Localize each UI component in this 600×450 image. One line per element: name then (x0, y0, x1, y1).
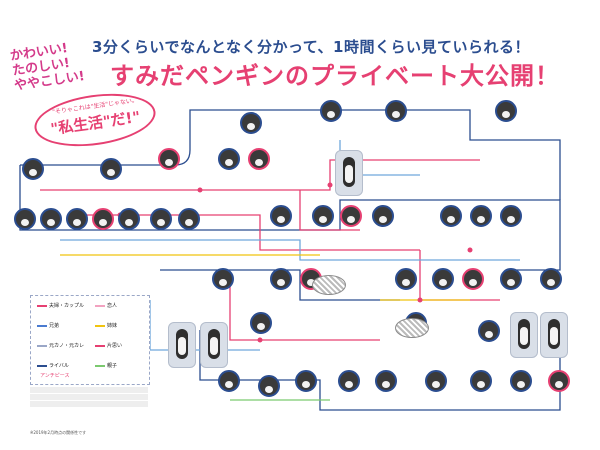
line-blue-2 (19, 165, 140, 231)
legend-label: 姉妹 (107, 323, 118, 329)
penguin-node (500, 205, 522, 227)
penguin-node (372, 205, 394, 227)
headline-title: すみだペンギンのプライベート大公開！ (110, 62, 560, 90)
legend-swatch (95, 304, 105, 307)
penguin-node (212, 268, 234, 290)
penguin-node (510, 370, 532, 392)
note-line (30, 401, 148, 407)
line-blue-4 (470, 199, 561, 271)
penguin-node (100, 158, 122, 180)
note-line (30, 394, 148, 400)
legend-swatch (37, 324, 47, 327)
legend-swatch (95, 344, 105, 347)
legend-item-3: 兄弟 (37, 322, 59, 329)
penguin-node (218, 148, 240, 170)
penguin-photo (510, 312, 538, 358)
legend: 夫婦・カップル 恋人 兄弟 姉妹 元カノ・元カレ 片思い ライバル 親子 (30, 295, 150, 385)
penguin-node (462, 268, 484, 290)
penguin-node (338, 370, 360, 392)
penguin-node (395, 268, 417, 290)
line-light-1 (60, 239, 520, 261)
legend-item-4: 姉妹 (95, 322, 117, 329)
penguin-node (375, 370, 397, 392)
penguin-node (270, 205, 292, 227)
penguin-photo (335, 150, 363, 196)
penguin-photo (200, 322, 228, 368)
penguin-node (425, 370, 447, 392)
penguin-photo (168, 322, 196, 368)
legend-item-7: ライバル (37, 362, 69, 369)
legend-label: 兄弟 (49, 323, 60, 329)
legend-item-8: 親子 (95, 362, 117, 369)
legend-swatch (37, 364, 47, 367)
legend-item-1: 夫婦・カップル (37, 302, 84, 309)
penguin-node (548, 370, 570, 392)
legend-swatch (95, 324, 105, 327)
penguin-node (440, 205, 462, 227)
penguin-node (312, 205, 334, 227)
penguin-node (540, 268, 562, 290)
heart-marker-2 (327, 182, 333, 188)
footnote: ※2019年2月時点の関係性です (30, 430, 87, 435)
legend-item-6: 片思い (95, 342, 122, 349)
line-pink-1 (40, 159, 480, 191)
legend-label: 恋人 (107, 303, 118, 309)
penguin-node (470, 205, 492, 227)
penguin-node (270, 268, 292, 290)
heart-marker-1 (197, 187, 203, 193)
penguin-node (218, 370, 240, 392)
penguin-node (22, 158, 44, 180)
legend-section-title: アンチピース (40, 373, 70, 379)
penguin-node (248, 148, 270, 170)
penguin-node (40, 208, 62, 230)
line-pink-4 (299, 190, 360, 231)
penguin-node (432, 268, 454, 290)
penguin-node (340, 205, 362, 227)
heart-marker-3 (467, 247, 473, 253)
legend-label: 親子 (107, 363, 118, 369)
penguin-node (158, 148, 180, 170)
penguin-node (470, 370, 492, 392)
penguin-node (258, 375, 280, 397)
penguin-node (295, 370, 317, 392)
heart-marker-4 (257, 337, 263, 343)
penguin-node (66, 208, 88, 230)
line-pink-3 (229, 280, 380, 341)
note-line (30, 387, 148, 393)
legend-swatch (37, 344, 47, 347)
line-blue-8 (330, 109, 561, 200)
penguin-node (14, 208, 36, 230)
penguin-node (118, 208, 140, 230)
penguin-node (500, 268, 522, 290)
legend-label: 片思い (107, 343, 123, 349)
legend-label: 夫婦・カップル (49, 303, 85, 309)
legend-note-lines (30, 386, 148, 408)
penguin-photo (540, 312, 568, 358)
penguin-node (495, 100, 517, 122)
legend-label: 元カノ・元カレ (49, 343, 85, 349)
legend-item-2: 恋人 (95, 302, 117, 309)
legend-label: ライバル (49, 363, 69, 369)
egg-nest-illustration (395, 318, 429, 338)
penguin-node (240, 112, 262, 134)
legend-item-5: 元カノ・元カレ (37, 342, 84, 349)
egg-nest-illustration (312, 275, 346, 295)
penguin-node (92, 208, 114, 230)
penguin-node (385, 100, 407, 122)
penguin-node (478, 320, 500, 342)
penguin-node (178, 208, 200, 230)
penguin-node (320, 100, 342, 122)
line-blue-6 (199, 330, 450, 411)
penguin-node (150, 208, 172, 230)
headline-subtitle: 3分くらいでなんとなく分かって、1時間くらい見ていられる！ (92, 38, 530, 56)
heart-marker-5 (417, 297, 423, 303)
legend-swatch (95, 364, 105, 367)
penguin-node (250, 312, 272, 334)
legend-swatch (37, 304, 47, 307)
